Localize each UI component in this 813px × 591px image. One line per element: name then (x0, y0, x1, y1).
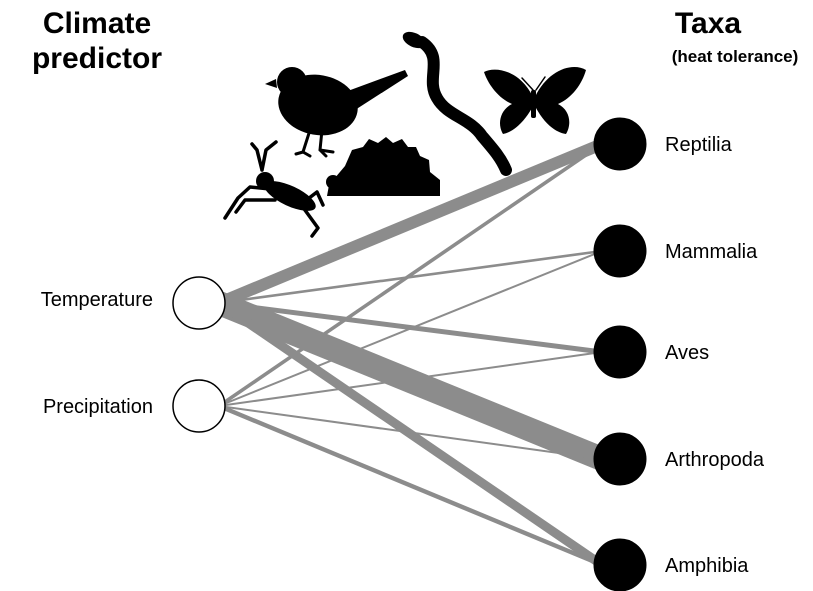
taxon-node-mammalia (593, 224, 647, 278)
link-precipitation-aves (218, 351, 603, 407)
links-layer (214, 138, 607, 569)
predictor-node-temperature (172, 276, 226, 330)
bird-icon (265, 67, 408, 158)
link-precipitation-amphibia (218, 403, 603, 568)
predictor-label-temperature: Temperature (41, 289, 153, 311)
butterfly-icon (484, 67, 586, 134)
predictor-label-precipitation: Precipitation (43, 396, 153, 418)
taxon-node-arthropoda (593, 432, 647, 486)
right-header-line1: Taxa (675, 7, 741, 40)
taxon-label-mammalia: Mammalia (665, 241, 758, 263)
link-temperature-amphibia (216, 299, 605, 569)
link-temperature-reptilia (216, 138, 605, 309)
link-precipitation-arthropoda (218, 405, 603, 460)
snake-icon (402, 31, 512, 176)
frog-icon (223, 140, 325, 238)
hedgehog-icon (326, 137, 440, 196)
link-precipitation-reptilia (217, 142, 604, 408)
right-header-line2: (heat tolerance) (672, 47, 799, 66)
taxon-label-amphibia: Amphibia (665, 555, 749, 577)
taxon-label-reptilia: Reptilia (665, 134, 733, 156)
taxon-label-aves: Aves (665, 342, 709, 364)
left-header-line1: Climate (43, 7, 151, 40)
predictor-node-precipitation (172, 379, 226, 433)
taxon-node-aves (593, 325, 647, 379)
link-precipitation-mammalia (218, 250, 603, 407)
taxon-node-amphibia (593, 538, 647, 591)
taxon-node-reptilia (593, 117, 647, 171)
link-temperature-arthropoda (214, 291, 607, 471)
taxon-label-arthropoda: Arthropoda (665, 449, 765, 471)
left-header-line2: predictor (32, 42, 162, 75)
